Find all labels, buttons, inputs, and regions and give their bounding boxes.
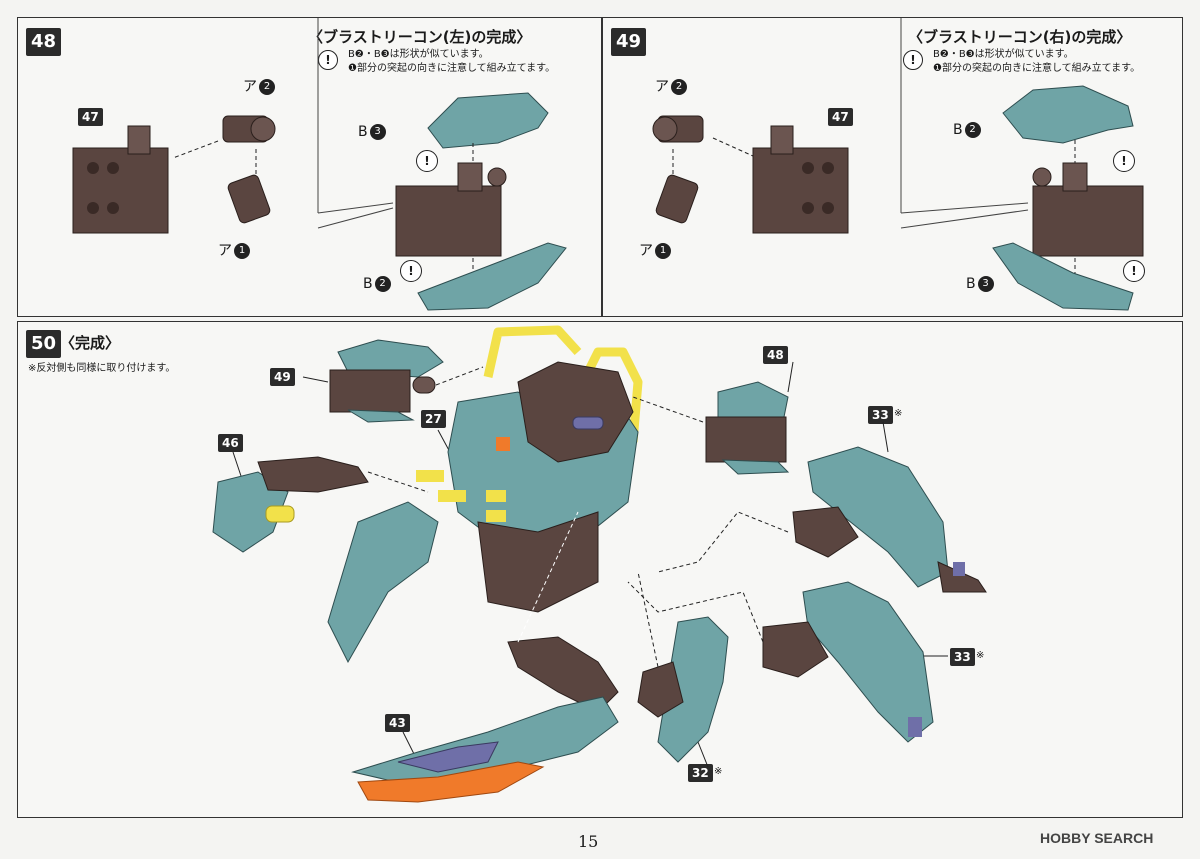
yellow-frame — [483, 325, 643, 443]
part-badge-27: 27 — [421, 410, 446, 428]
note-line-1: B❷・B❸は形状が似ています。 — [348, 49, 489, 60]
part-badge-32: 32 — [688, 764, 713, 782]
reference-mark: ※ — [894, 408, 903, 419]
assembled-block — [1032, 162, 1144, 257]
part-label-text: B — [363, 276, 373, 292]
part-b3 — [992, 242, 1134, 311]
part-b3 — [427, 92, 549, 149]
part-a2 — [652, 115, 704, 143]
note-line-2: ❶部分の突起の向きに注意して組み立てます。 — [348, 63, 556, 74]
left-front-leg — [327, 501, 439, 664]
part-badge-43: 43 — [385, 714, 410, 732]
part-47-block — [752, 125, 849, 234]
part-label-text: B — [358, 124, 368, 140]
watermark-logo: HOBBY SEARCH — [1040, 830, 1154, 846]
part-48-assembly — [705, 381, 790, 475]
caution-icon: ! — [1113, 150, 1135, 172]
step-title: 〈ブラストリーコン(左)の完成〉 — [308, 28, 532, 46]
reference-mark: ※ — [714, 766, 723, 777]
step-note: ※反対側も同様に取り付けます。 — [28, 363, 176, 374]
part-number: 1 — [655, 243, 671, 259]
part-47-block — [72, 125, 169, 234]
part-badge-47: 47 — [78, 108, 103, 126]
part-number: 3 — [369, 124, 386, 140]
caution-icon: ! — [416, 150, 438, 172]
part-33-lower-arm — [762, 581, 934, 743]
step-number: 48 — [26, 28, 62, 56]
note-line-1: B❷・B❸は形状が似ています。 — [933, 49, 1074, 60]
part-badge-46: 46 — [218, 434, 243, 452]
step-49-illustration — [652, 18, 1144, 311]
caution-icon: ! — [400, 260, 422, 282]
step-title: 〈ブラストリーコン(右)の完成〉 — [908, 28, 1132, 46]
part-badge-48: 48 — [763, 346, 788, 364]
step-48-panel: 48 〈ブラストリーコン(左)の完成〉 ! B❷・B❸は形状が似ています。 ❶部… — [17, 17, 602, 317]
part-number: 1 — [234, 243, 250, 259]
main-body — [416, 361, 639, 613]
part-label-text: ア — [218, 243, 232, 259]
step-number: 49 — [611, 28, 647, 56]
part-badge-49: 49 — [270, 368, 295, 386]
reference-mark: ※ — [976, 650, 985, 661]
step-48-illustration — [72, 18, 567, 311]
part-32-leg — [637, 616, 729, 763]
part-46-claw — [212, 456, 369, 553]
page-number: 15 — [578, 832, 599, 851]
part-label-text: B — [966, 276, 976, 292]
part-badge-47: 47 — [828, 108, 853, 126]
part-a1 — [655, 174, 699, 224]
part-number: 2 — [259, 79, 275, 95]
step-note: ! — [903, 50, 929, 70]
final-assembly-illustration — [212, 325, 987, 803]
part-number: 3 — [977, 276, 994, 292]
caution-icon: ! — [903, 50, 923, 70]
part-label-text: ア — [655, 79, 669, 95]
part-a2 — [222, 115, 276, 143]
part-number: 2 — [374, 276, 391, 292]
part-label-text: B — [953, 122, 963, 138]
part-badge-33-upper: 33 — [868, 406, 893, 424]
assembled-block — [395, 162, 507, 257]
part-49-assembly — [329, 339, 444, 423]
step-title: 〈完成〉 — [60, 334, 121, 352]
part-label-text: ア — [243, 79, 257, 95]
step-number: 50 — [26, 330, 62, 358]
note-line-2: ❶部分の突起の向きに注意して組み立てます。 — [933, 63, 1141, 74]
part-b2 — [1002, 85, 1134, 144]
part-number: 2 — [964, 122, 981, 138]
step-49-panel: 49 〈ブラストリーコン(右)の完成〉 ! B❷・B❸は形状が似ています。 ❶部… — [602, 17, 1183, 317]
part-b2 — [417, 242, 567, 311]
part-label-text: ア — [639, 243, 653, 259]
step-50-panel: 50 〈完成〉 ※反対側も同様に取り付けます。 49 27 48 46 33 ※… — [17, 321, 1183, 818]
part-43-tail — [351, 696, 619, 803]
part-badge-33-lower: 33 — [950, 648, 975, 666]
part-number: 2 — [671, 79, 687, 95]
part-a1 — [227, 174, 271, 224]
tail-linkage — [507, 636, 619, 713]
part-33-upper-arm — [792, 446, 987, 593]
caution-icon: ! — [1123, 260, 1145, 282]
